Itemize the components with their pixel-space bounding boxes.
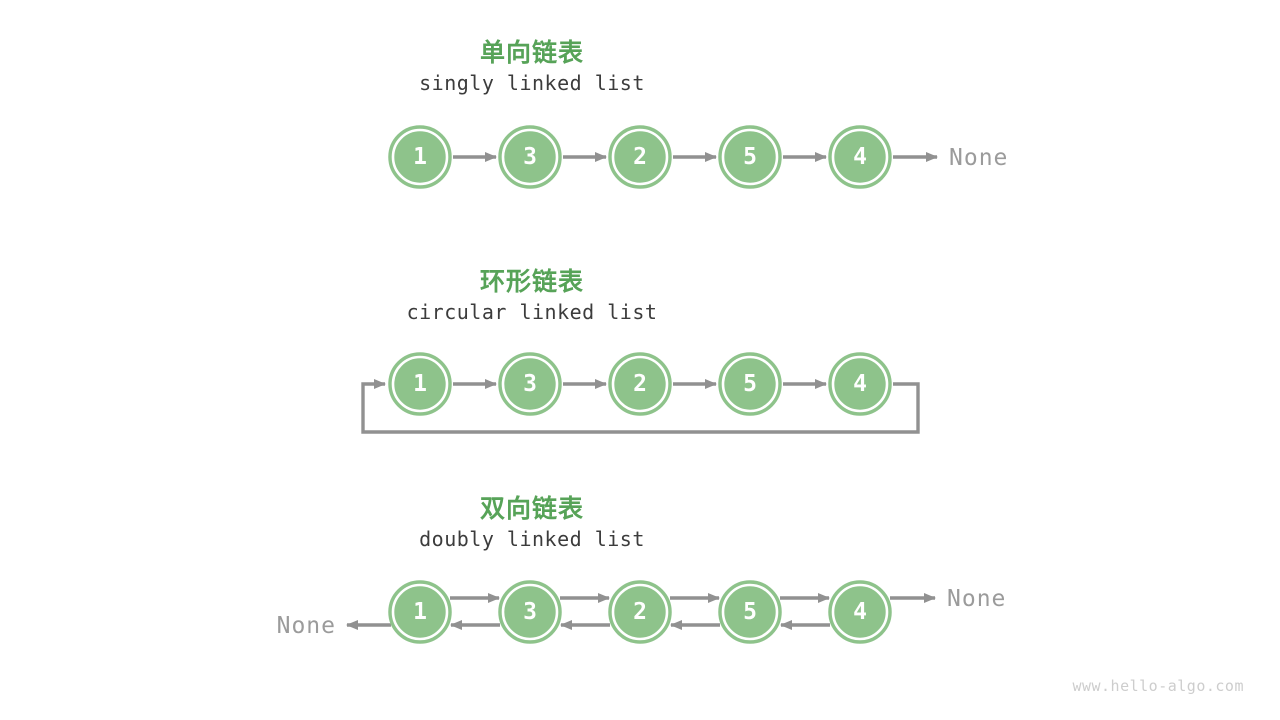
circular-linked-list-figure: 1 3 2 5 4 [361, 352, 920, 434]
node-value: 2 [633, 599, 647, 625]
node-value: 4 [853, 144, 867, 170]
node-value: 5 [743, 144, 757, 170]
list-node: 5 [718, 580, 782, 644]
node-value: 1 [413, 144, 427, 170]
tail-none-label: None [949, 145, 1008, 171]
list-node: 5 [718, 352, 782, 416]
doubly-linked-list-figure: 1 3 2 5 4 None None [277, 580, 1006, 644]
list-node: 4 [828, 125, 892, 189]
list-node: 1 [388, 352, 452, 416]
list-node: 2 [608, 352, 672, 416]
list-node: 5 [718, 125, 782, 189]
list-node: 3 [498, 352, 562, 416]
singly-list-subtitle: singly linked list [419, 71, 645, 95]
singly-linked-list-figure: 1 3 2 5 4 None [388, 125, 1008, 189]
singly-list-title: 单向链表 [479, 38, 584, 67]
node-value: 2 [633, 371, 647, 397]
head-none-label: None [277, 613, 336, 639]
list-node: 3 [498, 125, 562, 189]
node-value: 3 [523, 144, 537, 170]
circular-list-subtitle: circular linked list [406, 300, 658, 324]
node-value: 1 [413, 599, 427, 625]
node-value: 4 [853, 371, 867, 397]
circular-list-title: 环形链表 [479, 267, 584, 296]
node-value: 3 [523, 599, 537, 625]
watermark: www.hello-algo.com [1072, 677, 1244, 695]
list-node: 2 [608, 125, 672, 189]
node-value: 5 [743, 599, 757, 625]
node-value: 2 [633, 144, 647, 170]
node-value: 3 [523, 371, 537, 397]
node-value: 4 [853, 599, 867, 625]
list-node: 1 [388, 580, 452, 644]
tail-none-label: None [947, 586, 1006, 612]
node-value: 1 [413, 371, 427, 397]
list-node: 2 [608, 580, 672, 644]
loop-back-arrow [361, 379, 920, 434]
node-value: 5 [743, 371, 757, 397]
doubly-list-subtitle: doubly linked list [419, 527, 645, 551]
list-node: 4 [828, 580, 892, 644]
list-node: 3 [498, 580, 562, 644]
doubly-list-title: 双向链表 [479, 494, 584, 523]
list-node: 4 [828, 352, 892, 416]
list-node: 1 [388, 125, 452, 189]
